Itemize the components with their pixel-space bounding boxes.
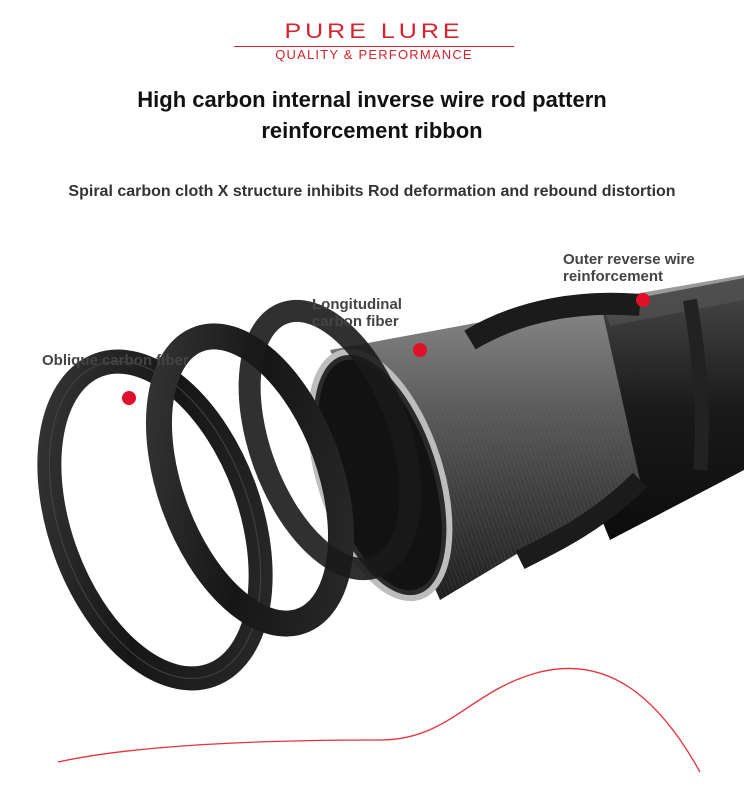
callout-outer-reverse-wire: Outer reverse wire reinforcement (563, 251, 695, 285)
logo-divider (234, 46, 514, 47)
page-title: High carbon internal inverse wire rod pa… (40, 84, 704, 146)
decorative-red-curve (57, 667, 701, 773)
callout-longitudinal-carbon-fiber: Longitudinal carbon fiber (312, 296, 402, 330)
brand-logo: PURE LURE QUALITY & PERFORMANCE (232, 20, 516, 64)
callout-outer-line-2: reinforcement (563, 268, 664, 285)
callout-outer-line-1: Outer reverse wire (563, 251, 695, 268)
oblique-ribbon-layer (37, 292, 709, 691)
brand-tagline: QUALITY & PERFORMANCE (275, 47, 473, 62)
callout-oblique-carbon-fiber: Oblique carbon fiber (42, 352, 189, 369)
callout-longitudinal-line-1: Longitudinal (312, 296, 402, 313)
callout-longitudinal-line-2: carbon fiber (312, 313, 399, 330)
title-line-2: reinforcement ribbon (261, 118, 483, 143)
outer-marker (636, 293, 650, 307)
title-line-1: High carbon internal inverse wire rod pa… (137, 87, 607, 112)
brand-name: PURE LURE (284, 19, 464, 43)
oblique-marker (122, 391, 136, 405)
page-subtitle: Spiral carbon cloth X structure inhibits… (68, 183, 676, 200)
longitudinal-marker (413, 343, 427, 357)
